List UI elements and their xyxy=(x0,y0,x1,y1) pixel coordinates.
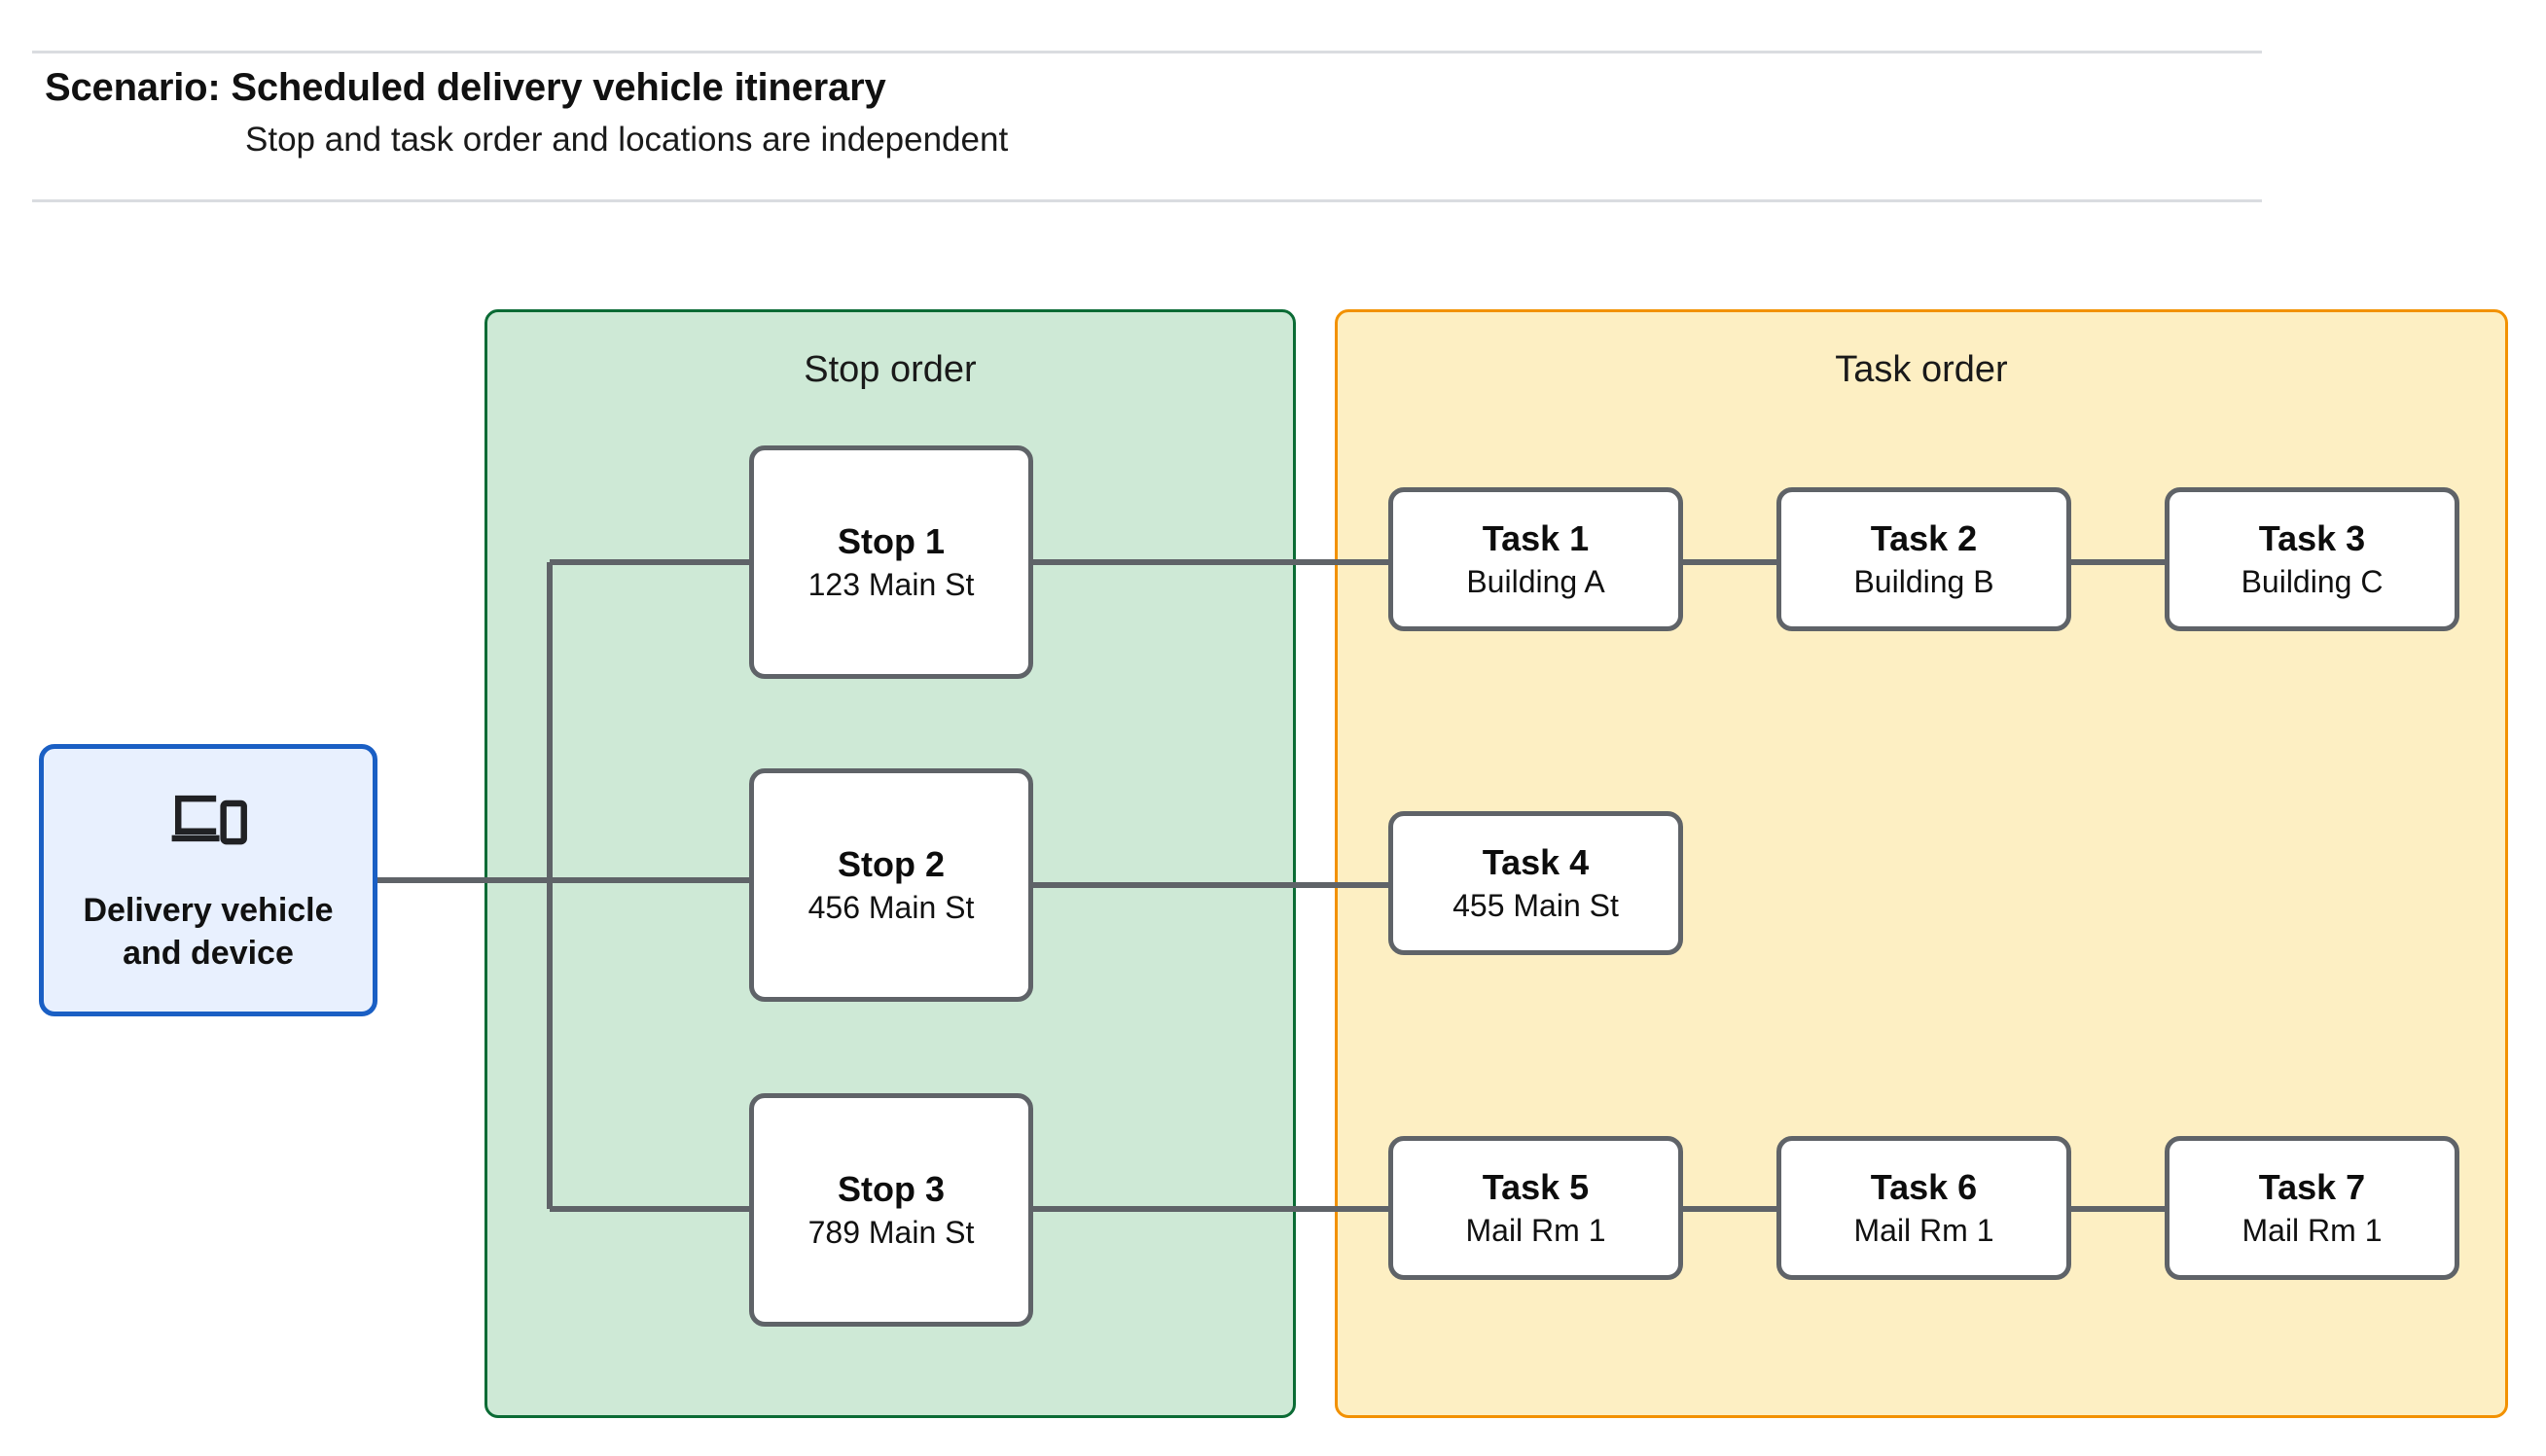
task-node-title: Task 2 xyxy=(1870,518,1978,559)
delivery-vehicle-node[interactable]: Delivery vehicle and device xyxy=(39,744,377,1016)
task-node-title: Task 5 xyxy=(1482,1167,1590,1208)
stop-node-location: 123 Main St xyxy=(807,566,975,602)
stop-node[interactable]: Stop 3 789 Main St xyxy=(749,1093,1033,1327)
header-divider-top xyxy=(32,51,2262,53)
task-node-location: Mail Rm 1 xyxy=(1853,1212,1994,1248)
devices-icon xyxy=(171,796,247,845)
task-node-location: Mail Rm 1 xyxy=(1465,1212,1606,1248)
task-node[interactable]: Task 1 Building A xyxy=(1388,487,1683,631)
stop-node-title: Stop 3 xyxy=(837,1169,945,1210)
task-node[interactable]: Task 5 Mail Rm 1 xyxy=(1388,1136,1683,1280)
stop-node-title: Stop 2 xyxy=(837,844,945,885)
task-node-location: Building A xyxy=(1466,563,1605,599)
task-node[interactable]: Task 7 Mail Rm 1 xyxy=(2165,1136,2459,1280)
task-node-location: Building C xyxy=(2241,563,2384,599)
task-node[interactable]: Task 6 Mail Rm 1 xyxy=(1776,1136,2071,1280)
page-subtitle: Stop and task order and locations are in… xyxy=(245,121,1009,159)
delivery-vehicle-label: Delivery vehicle and device xyxy=(83,892,334,972)
stop-node[interactable]: Stop 2 456 Main St xyxy=(749,768,1033,1002)
task-node[interactable]: Task 2 Building B xyxy=(1776,487,2071,631)
task-node-location: 455 Main St xyxy=(1452,887,1619,923)
task-node[interactable]: Task 3 Building C xyxy=(2165,487,2459,631)
header-divider-bottom xyxy=(32,199,2262,202)
stop-node-location: 789 Main St xyxy=(807,1214,975,1250)
stop-node[interactable]: Stop 1 123 Main St xyxy=(749,445,1033,679)
stop-node-title: Stop 1 xyxy=(837,521,945,562)
header: Scenario: Scheduled delivery vehicle iti… xyxy=(0,0,2546,209)
task-node-title: Task 6 xyxy=(1870,1167,1978,1208)
task-node-title: Task 4 xyxy=(1482,842,1590,883)
task-node-title: Task 7 xyxy=(2258,1167,2366,1208)
page-title: Scenario: Scheduled delivery vehicle iti… xyxy=(45,66,886,109)
task-node-location: Building B xyxy=(1853,563,1994,599)
stop-order-panel-title: Stop order xyxy=(804,349,977,390)
task-node-location: Mail Rm 1 xyxy=(2241,1212,2383,1248)
stop-node-location: 456 Main St xyxy=(807,889,975,925)
task-node[interactable]: Task 4 455 Main St xyxy=(1388,811,1683,955)
task-node-title: Task 3 xyxy=(2258,518,2366,559)
task-order-panel-title: Task order xyxy=(1835,349,2008,390)
task-node-title: Task 1 xyxy=(1482,518,1590,559)
